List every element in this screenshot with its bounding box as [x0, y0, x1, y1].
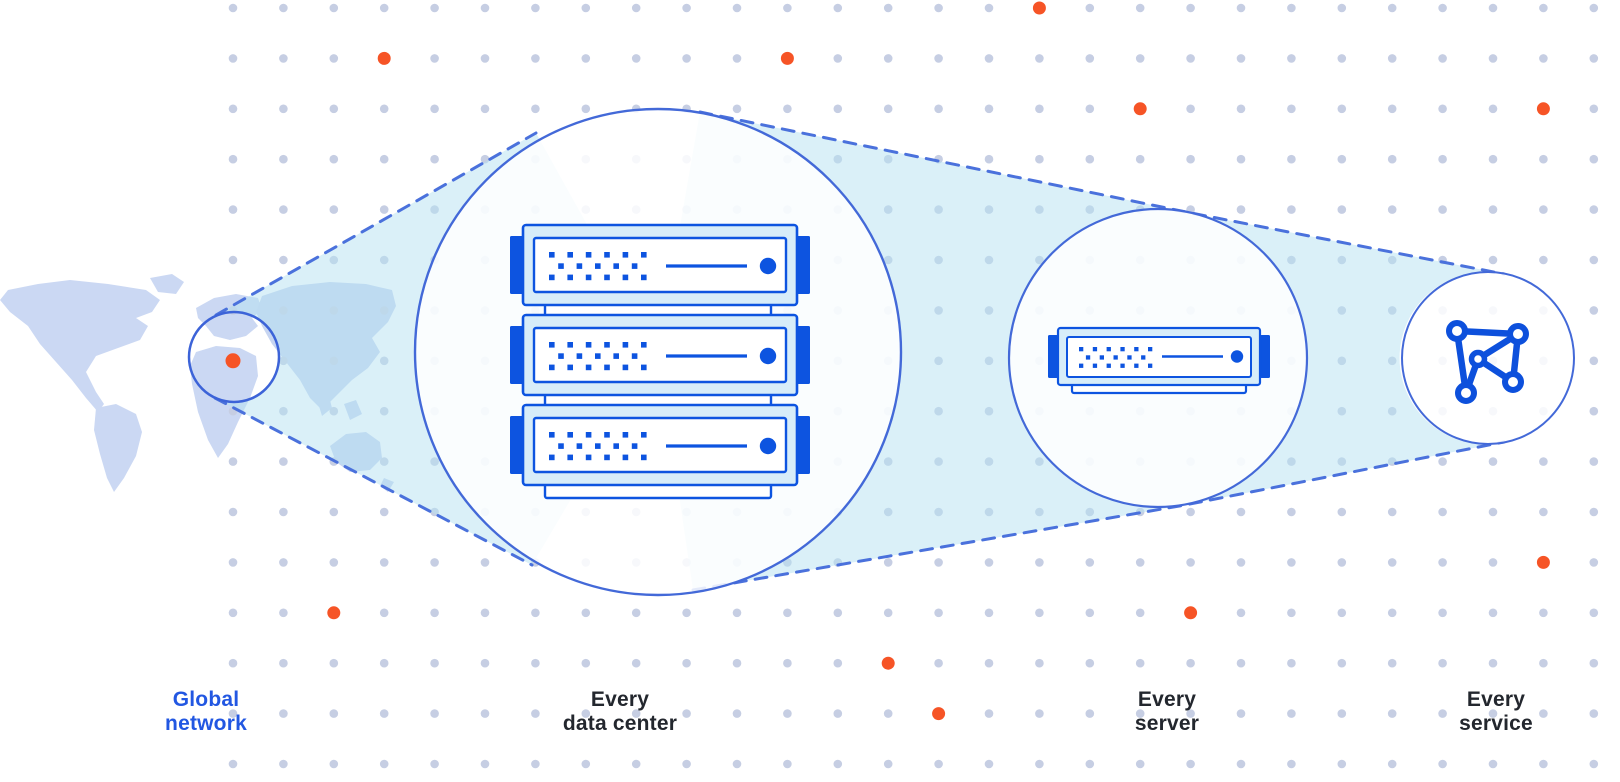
- label-line: network: [165, 712, 247, 735]
- service-circle: [1401, 271, 1575, 445]
- server-rack-icon: [510, 223, 810, 500]
- server-icon: [1048, 326, 1270, 395]
- location-dot: [225, 353, 241, 369]
- label-line: data center: [562, 712, 678, 735]
- network-mesh-icon: [1446, 320, 1529, 404]
- rack-unit: [510, 313, 810, 397]
- label-line: service: [1459, 712, 1533, 735]
- label-line: Every: [1466, 688, 1526, 711]
- label-global-network: Global network: [165, 688, 247, 736]
- label-line: Global: [172, 688, 240, 711]
- label-every-data-center: Every data center: [563, 688, 677, 736]
- accent-dots: [327, 1, 1550, 721]
- label-line: Every: [590, 688, 650, 711]
- label-line: Every: [1137, 688, 1197, 711]
- label-every-server: Every server: [1135, 688, 1199, 736]
- map-highlight-circle: [187, 310, 281, 404]
- rack-unit: [510, 403, 810, 487]
- label-line: server: [1134, 712, 1200, 735]
- rack-unit: [510, 223, 810, 307]
- label-every-service: Every service: [1459, 688, 1533, 736]
